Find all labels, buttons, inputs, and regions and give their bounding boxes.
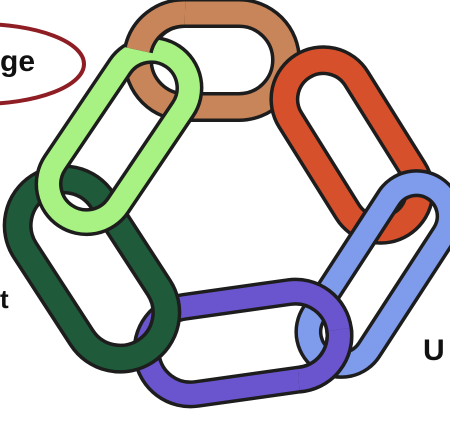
chain-link-lower-left-fill xyxy=(0,162,184,376)
label-bottom-right: U xyxy=(423,336,445,366)
chain-link-upper-right-fill xyxy=(270,45,435,244)
chain-link-lower-left xyxy=(0,162,184,376)
label-top-left: ge xyxy=(0,47,35,77)
label-left-middle: t xyxy=(0,286,9,312)
chain-link-upper-right xyxy=(270,45,435,244)
